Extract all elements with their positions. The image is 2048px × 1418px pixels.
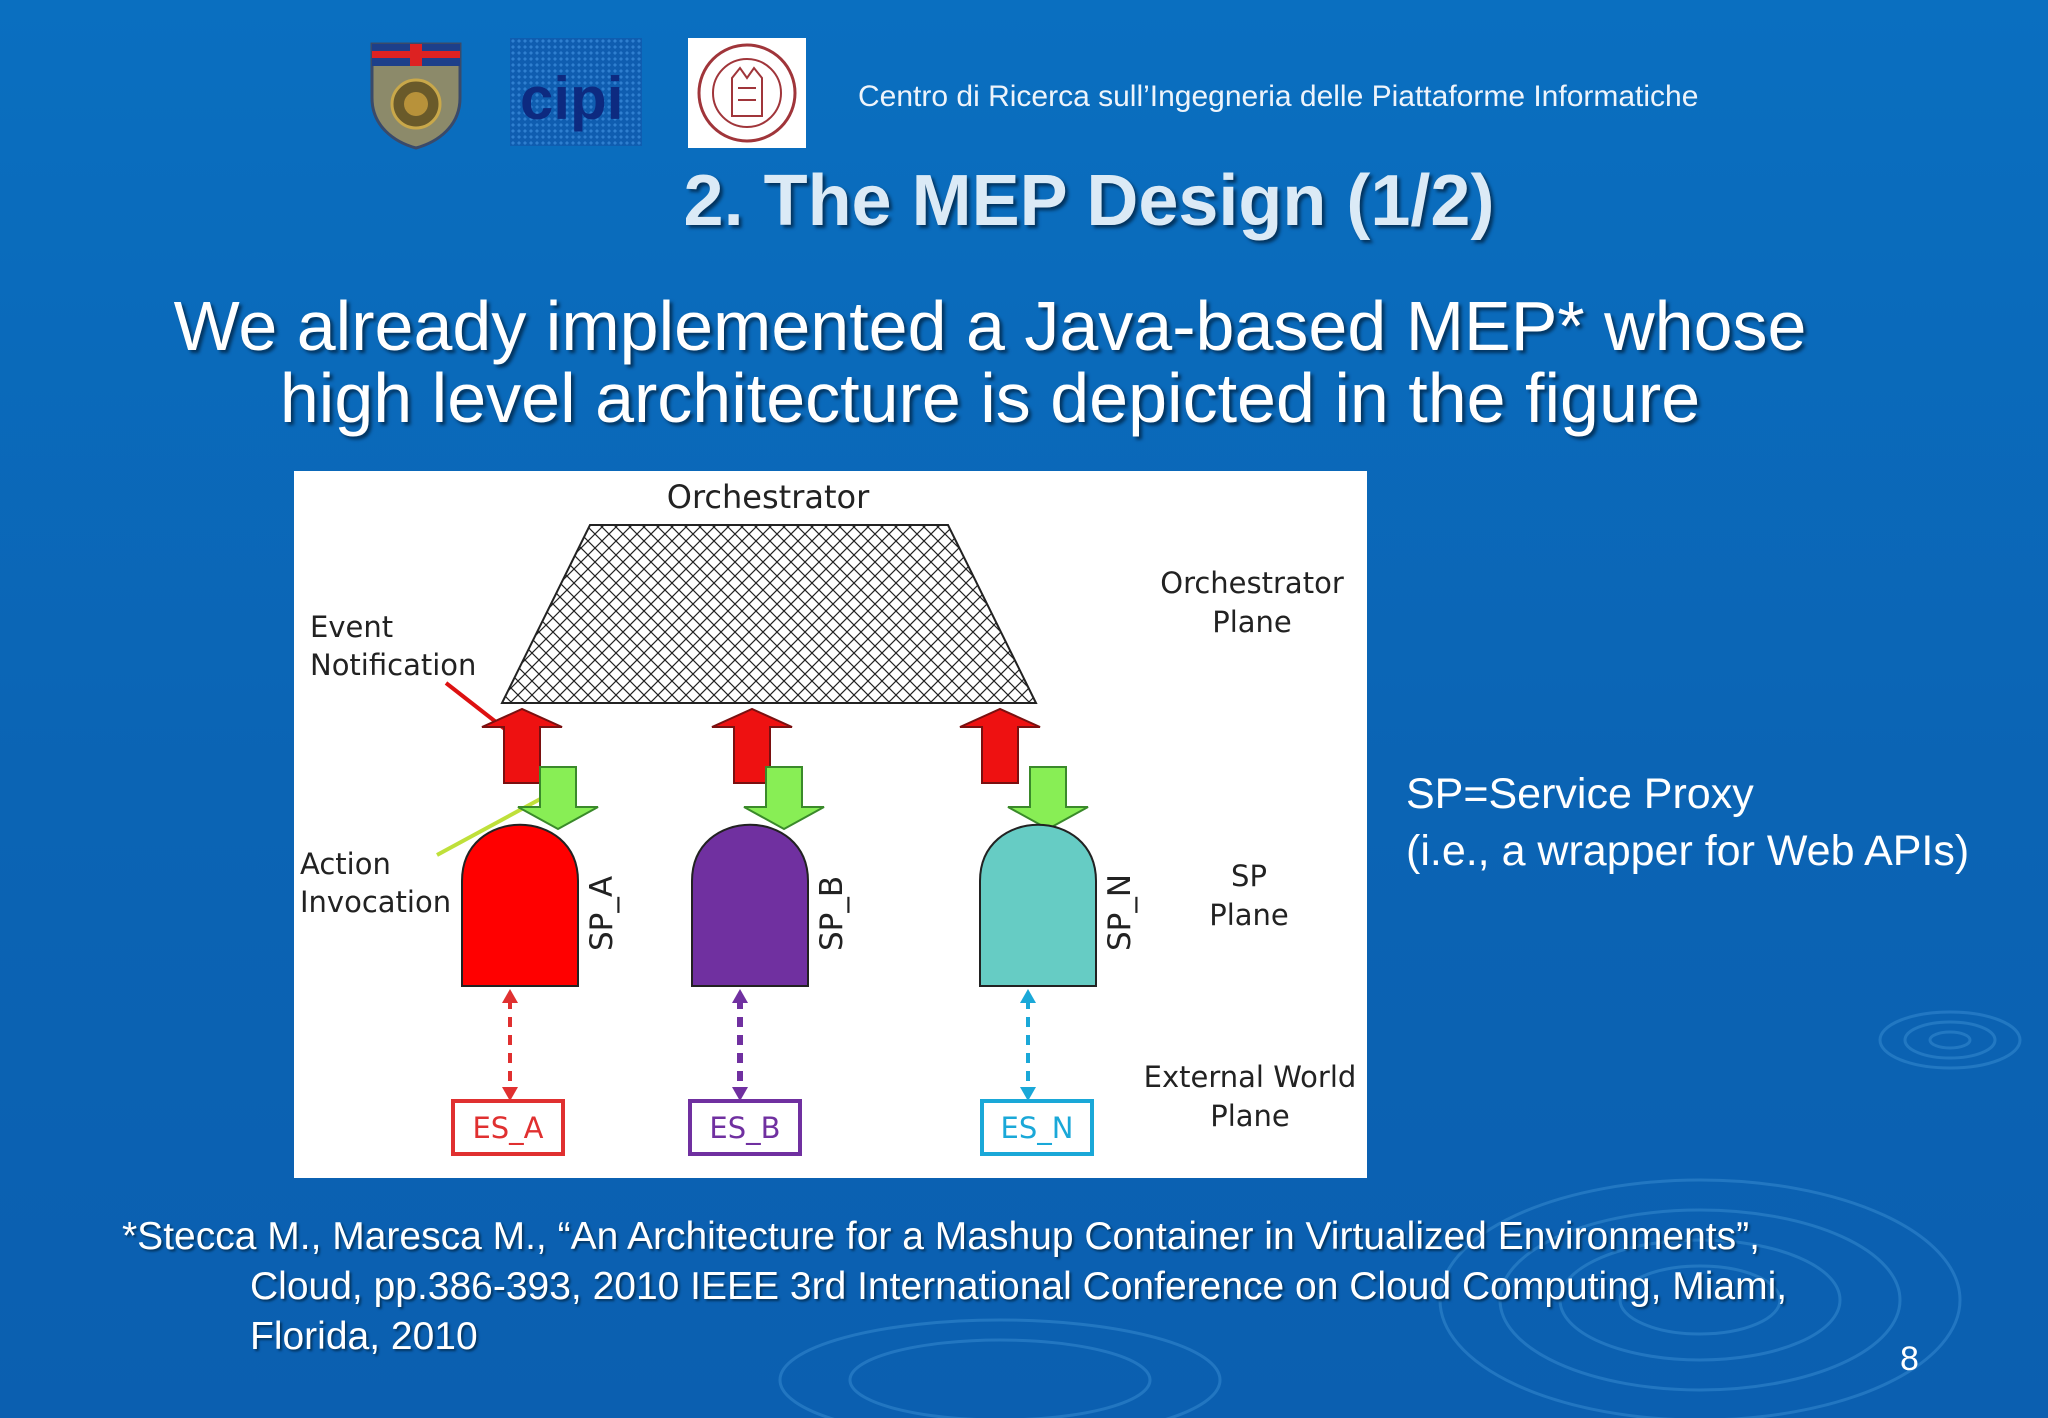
action-arrow-n [1007,766,1089,831]
cipi-logo-text: cipi [520,65,624,132]
es-b-label: ES_B [709,1111,780,1145]
plane-sp-label-2: Plane [1209,898,1289,932]
side-note-line-1: SP=Service Proxy [1406,770,1754,818]
action-arrow-a [517,766,599,831]
service-proxy-n [979,823,1097,987]
action-invocation-label-2: Invocation [300,885,451,919]
action-arrow-b [743,766,825,831]
service-proxy-a [461,823,579,987]
event-arrow-a [481,707,563,784]
footnote-line-2: Cloud, pp.386-393, 2010 IEEE 3rd Interna… [250,1265,1788,1308]
plane-sp-label-1: SP [1231,859,1267,893]
external-service-b [688,1099,802,1156]
sp-a-label: SP_A [584,876,620,951]
connector-n [1020,989,1036,1101]
sp-n-label: SP_N [1102,874,1138,951]
slide-title: 2. The MEP Design (1/2) [683,161,1495,241]
external-service-n [980,1099,1094,1156]
architecture-diagram: Orchestrator Orchestrator Plane Event No… [300,478,1357,1156]
side-note-line-2: (i.e., a wrapper for Web APIs) [1406,827,1970,875]
es-a-label: ES_A [472,1111,543,1145]
service-proxy-b [691,823,809,987]
plane-orchestrator-label-2: Plane [1212,605,1292,639]
footnote-line-1: *Stecca M., Maresca M., “An Architecture… [122,1215,1760,1258]
page-number: 8 [1900,1340,1919,1378]
external-service-a [451,1099,565,1156]
service-proxy-note: SP=Service Proxy (i.e., a wrapper for We… [1406,766,1969,880]
cipi-logo: cipi [510,38,642,146]
event-arrow-n [959,707,1041,784]
orchestrator-label: Orchestrator [667,478,870,516]
sp-b-label: SP_B [814,876,850,951]
architecture-figure: Orchestrator Orchestrator Plane Event No… [294,471,1367,1178]
plane-orchestrator-label-1: Orchestrator [1160,566,1344,600]
connector-b [732,989,748,1101]
university-seal-logo [688,38,806,148]
orchestrator-trapezoid [500,524,1038,704]
subtitle-line-1: We already implemented a Java-based MEP*… [173,287,1807,365]
slide-subtitle: We already implemented a Java-based MEP*… [120,290,1860,434]
subtitle-line-2: high level architecture is depicted in t… [279,359,1701,437]
event-arrow-b [711,707,793,784]
action-invocation-label-1: Action [300,847,391,881]
event-notification-label-1: Event [310,610,393,644]
plane-external-label-2: Plane [1210,1099,1290,1133]
es-n-label: ES_N [1001,1111,1074,1145]
citation-footnote: *Stecca M., Maresca M., “An Architecture… [122,1212,1932,1362]
event-notification-label-2: Notification [310,648,476,682]
connector-a [502,989,518,1101]
research-center-name: Centro di Ricerca sull’Ingegneria delle … [858,80,1699,113]
plane-external-label-1: External World [1144,1060,1357,1094]
footnote-line-3: Florida, 2010 [250,1315,478,1358]
university-crest-logo [370,42,462,150]
